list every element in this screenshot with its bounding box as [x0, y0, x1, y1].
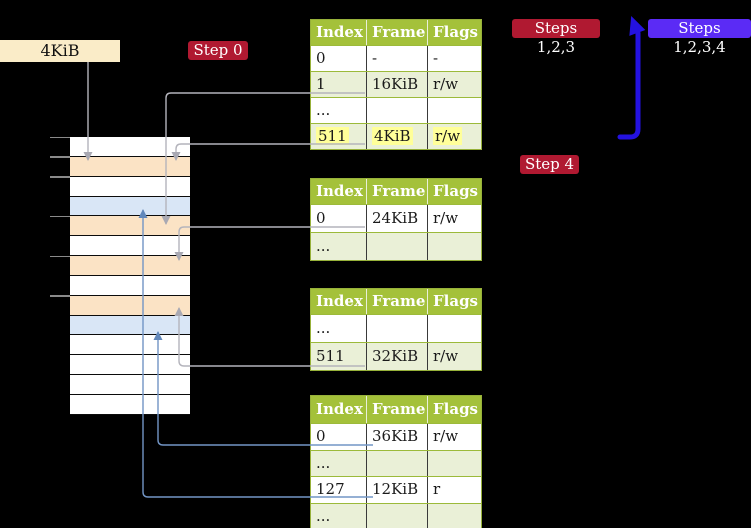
table-cell: r — [427, 477, 481, 503]
table-cell — [427, 503, 481, 528]
memory-frame-row-peach — [70, 256, 190, 276]
table-header-cell: Flags — [427, 20, 481, 45]
physical-memory-column — [70, 137, 190, 415]
table-cell — [366, 233, 427, 260]
table-cell: 1 — [316, 75, 326, 93]
table-header-cell: Flags — [427, 179, 481, 204]
table-cell — [427, 98, 481, 123]
tick-mark — [50, 255, 70, 258]
table-row: ... — [311, 502, 481, 528]
memory-frame-row-peach — [70, 295, 190, 316]
table-cell: r/w — [427, 124, 481, 149]
tick-mark — [50, 136, 70, 138]
memory-frame-row-white — [70, 355, 190, 376]
table-cell — [427, 233, 481, 260]
tick-mark — [50, 156, 70, 158]
table-header-cell: Frame — [366, 179, 427, 204]
memory-frame-row-white — [70, 335, 190, 356]
table-header-cell: Frame — [366, 289, 427, 314]
table-header-cell: Index — [316, 400, 363, 418]
memory-frame-row-white — [70, 236, 190, 257]
table-header-cell: Frame — [366, 396, 427, 423]
table-cell: 0 — [316, 49, 326, 67]
table-cell: 511 — [316, 347, 345, 365]
table-cell: ... — [316, 101, 331, 119]
table-row: ... — [311, 449, 481, 476]
table-cell — [366, 450, 427, 476]
tick-mark — [50, 295, 70, 297]
memory-frame-row-peach — [70, 156, 190, 177]
table-cell: 0 — [316, 209, 326, 227]
table-cell: 16KiB — [366, 72, 427, 97]
step4-badge: Step 4 — [520, 155, 579, 174]
memory-frame-row-white — [70, 137, 190, 157]
table-cell: ... — [316, 319, 331, 337]
memory-frame-row-white — [70, 375, 190, 395]
table-cell: 0 — [316, 427, 326, 445]
highlighted-value: r/w — [433, 127, 463, 145]
table-header-cell: Index — [316, 182, 363, 200]
table-row: 511 4KiB r/w — [311, 123, 481, 149]
table-row: 0 -- — [311, 45, 481, 71]
memory-frame-row-blue — [70, 196, 190, 217]
table-row: ... — [311, 97, 481, 123]
table-header-cell: Index — [316, 23, 363, 41]
table-cell: - — [427, 46, 481, 71]
memory-frame-row-white — [70, 275, 190, 296]
table-cell: - — [366, 46, 427, 71]
table-cell — [366, 503, 427, 528]
steps1234-badge: Steps 1,2,3,4 — [648, 19, 751, 56]
highlighted-value: 4KiB — [372, 127, 413, 145]
thick-steps-arrow — [617, 30, 641, 140]
table-header-cell: Flags — [427, 396, 481, 423]
table-cell — [366, 98, 427, 123]
table-cell: 12KiB — [366, 477, 427, 503]
frame-size-box: 4KiB — [0, 40, 120, 62]
steps123-badge: Steps 1,2,3 — [512, 19, 600, 56]
step0-badge: Step 0 — [188, 41, 248, 60]
table-cell: 511 — [311, 124, 366, 149]
table-cell: 24KiB — [366, 205, 427, 232]
table-header-cell: Flags — [427, 289, 481, 314]
memory-frame-row-white — [70, 176, 190, 197]
tick-mark — [50, 215, 70, 218]
thick-steps-arrowhead-icon — [629, 16, 646, 36]
table-cell: ... — [316, 506, 331, 525]
memory-frame-row-white — [70, 394, 190, 415]
table-cell — [366, 315, 427, 342]
tick-mark — [50, 176, 70, 178]
table-cell: r/w — [427, 424, 481, 450]
table-cell: r/w — [427, 72, 481, 97]
table-cell: ... — [316, 453, 331, 472]
table-cell — [427, 450, 481, 476]
table-row: ... — [311, 232, 481, 260]
table-cell: 4KiB — [366, 124, 427, 149]
table-header-cell: Index — [316, 292, 363, 310]
table-cell: 36KiB — [366, 424, 427, 450]
table-cell: r/w — [427, 205, 481, 232]
table-row: ... — [311, 314, 481, 342]
table-cell: 32KiB — [366, 343, 427, 370]
memory-frame-row-blue — [70, 315, 190, 336]
highlighted-value: 511 — [316, 127, 349, 145]
table-cell: ... — [316, 237, 331, 255]
table-cell — [427, 315, 481, 342]
table-cell: 127 — [316, 480, 345, 498]
table-header-cell: Frame — [366, 20, 427, 45]
memory-frame-row-peach — [70, 216, 190, 237]
table-cell: r/w — [427, 343, 481, 370]
